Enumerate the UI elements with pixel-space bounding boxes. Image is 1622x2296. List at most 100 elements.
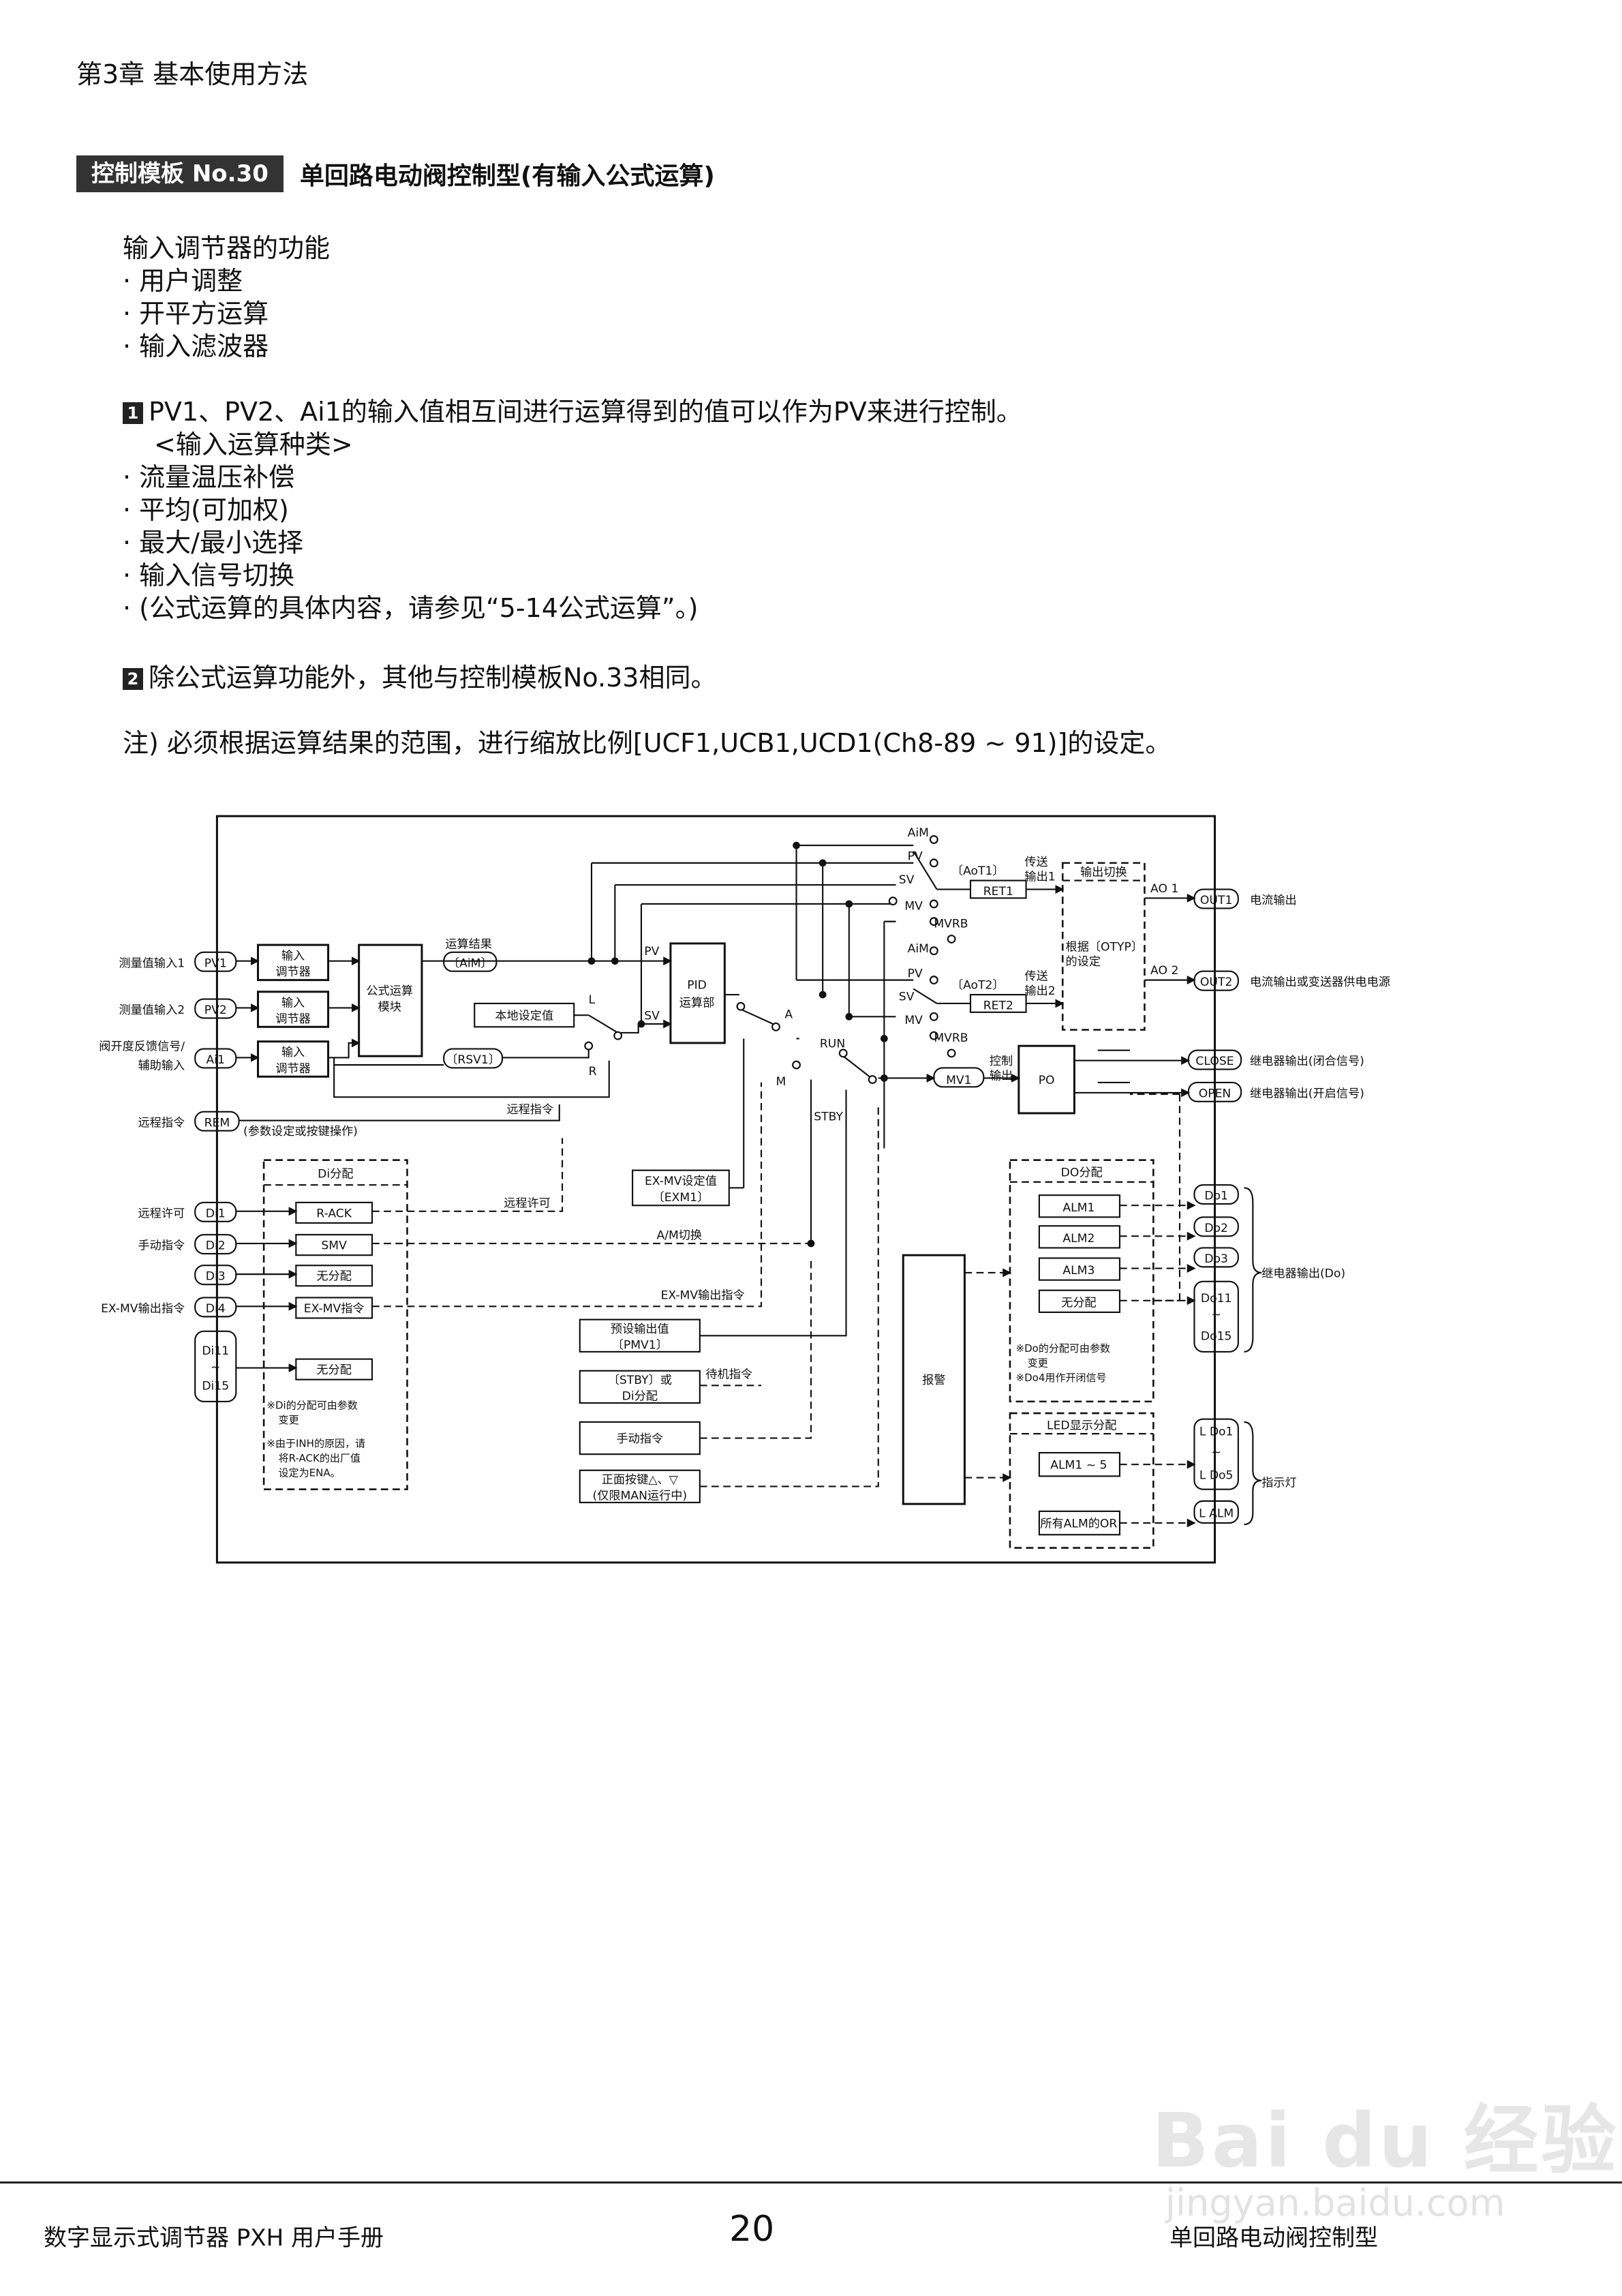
ret-aim: AiM [908,826,929,840]
terminal-rem: REM [204,1116,230,1130]
ret-sv-2: SV [899,991,915,1004]
do-note: ※Do的分配可由参数 [1016,1342,1110,1355]
lalm-terminal: L ALM [1199,1507,1234,1520]
point1-text: PV1、PV2、Ai1的输入值相互间进行运算得到的值可以作为PV来进行控制。 [149,397,1022,427]
do11-terminal: Do15 [1201,1330,1232,1344]
point1-badge: 1 [123,402,143,424]
ldo-tilde: ~ [1211,1445,1221,1459]
di-title: Di分配 [318,1167,353,1181]
manual-label: 手动指令 [617,1432,664,1446]
exmv-box-label: 〔EXM1〕 [653,1191,709,1205]
terminal-ai1: Ai1 [206,1053,225,1067]
point1-sub: <输入运算种类> [154,429,353,459]
di11-terminal: ~ [211,1361,220,1374]
send1: 传送 [1024,856,1047,869]
close-terminal: CLOSE [1195,1055,1234,1068]
otyp-label: 的设定 [1066,955,1101,969]
point2-text: 除公式运算功能外，其他与控制模板No.33相同。 [149,663,717,693]
page-number: 20 [729,2209,775,2250]
pid-label: 运算部 [679,996,714,1010]
out-switch-title: 输出切换 [1080,866,1127,879]
di1-terminal: Di1 [206,1207,226,1220]
regulator-label: 输入 [281,996,305,1010]
label-rem-input: 远程指令 [138,1116,185,1130]
regulator-label: 输入 [281,950,305,963]
template-heading: 控制模板 No.30 单回路电动阀控制型(有输入公式运算) [76,155,715,192]
calc-module-label: 模块 [378,1001,401,1014]
ret-mv-2: MV [904,1014,923,1027]
di2-function: SMV [321,1239,347,1253]
ret-mv: MV [904,900,923,913]
pmv1-label: 〔PMV1〕 [612,1339,668,1353]
footer-section-title: 单回路电动阀控制型 [1169,2224,1378,2252]
intro-item: · 开平方运算 [123,299,269,329]
terminal-pv2: PV2 [204,1003,227,1017]
point1-item: · (公式运算的具体内容，请参见“5-14公式运算”。) [123,593,699,623]
di11-terminal: Di15 [202,1380,229,1393]
rem-note: (参数设定或按键操作) [243,1125,358,1138]
pv-label: PV [644,945,659,958]
ret1: RET1 [983,885,1013,898]
di2-terminal: Di2 [206,1239,226,1253]
regulator-label: 调节器 [275,1062,310,1076]
di1-input-label: 远程许可 [138,1207,185,1220]
aim-terminal: 〔AiM〕 [448,956,493,970]
pmv1-label: 预设输出值 [611,1323,669,1336]
out2-label: 电流输出或变送器供电电源 [1250,976,1390,989]
mv1-terminal: MV1 [946,1074,971,1087]
ctrl-out-label: 输出 [990,1070,1013,1083]
di11-function: 无分配 [316,1363,351,1377]
calc-result-label: 运算结果 [445,937,492,951]
out2-terminal: OUT2 [1200,976,1232,989]
di3-terminal: Di3 [206,1270,226,1284]
local-sv-label: 本地设定值 [495,1010,553,1023]
do2-terminal: Do2 [1204,1222,1228,1235]
regulator-label: 调节器 [275,965,310,979]
terminal-pv1: PV1 [204,956,227,970]
di-note: 将R-ACK的出厂值 [279,1452,361,1464]
sv-label: SV [644,1010,660,1023]
ret-sv: SV [899,873,915,887]
ret-mvrb: MVRB [934,917,968,931]
switch-run: RUN [820,1037,845,1051]
label-ai1-input: 阀开度反馈信号/ [99,1040,185,1054]
intro-heading: 输入调节器的功能 [123,233,331,263]
send2: 传送 [1024,970,1047,984]
switch-stby: STBY [814,1111,843,1124]
ao2: AO 2 [1150,964,1178,978]
intro-item: · 输入滤波器 [123,331,269,361]
switch-r: R [589,1065,597,1078]
po-label: PO [1039,1074,1055,1087]
footer-rule [0,2181,1622,2184]
di3-function: 无分配 [316,1270,351,1284]
di2-line-label: A/M切换 [656,1229,702,1243]
label-pv2-input: 测量值输入2 [119,1003,185,1017]
di-note: ※Di的分配可由参数 [266,1400,357,1412]
switch-m: M [776,1075,786,1089]
alarm-label: 报警 [922,1374,945,1387]
send2: 输出2 [1024,984,1055,998]
di-note: ※由于INH的原因，请 [266,1437,365,1449]
point2-line: 2 除公式运算功能外，其他与控制模板No.33相同。 [123,661,716,694]
led-title: LED显示分配 [1047,1419,1116,1433]
point1-line: 1 PV1、PV2、Ai1的输入值相互间进行运算得到的值可以作为PV来进行控制。 [123,395,1022,428]
di4-function: EX-MV指令 [304,1302,365,1316]
ret-pv: PV [908,850,923,864]
di-note: 变更 [279,1414,299,1426]
label-ai1-input: 辅助输入 [138,1059,185,1073]
watermark: Bai du 经验 jingyan.baidu.com [1152,2079,1619,2224]
point2-badge: 2 [123,668,143,690]
alm1: ALM1 [1062,1201,1095,1215]
footer-manual-title: 数字显示式调节器 PXH 用户手册 [44,2224,384,2252]
chapter-header: 第3章 基本使用方法 [76,59,309,89]
regulator-label: 输入 [281,1046,305,1059]
do4-function: 无分配 [1061,1296,1096,1310]
do-title: DO分配 [1061,1166,1103,1179]
aot2: 〔AoT2〕 [951,978,1005,992]
all-alm-or: 所有ALM的OR [1040,1517,1117,1531]
ao1: AO 1 [1150,882,1178,896]
di11-terminal: Di11 [202,1344,229,1358]
remote-cmd-label: 远程指令 [506,1103,553,1117]
intro-item: · 用户调整 [123,266,243,296]
control-block-diagram: 测量值输入1 PV1 测量值输入2 PV2 阀开度反馈信号/ 辅助输入 Ai1 … [99,815,1390,1564]
